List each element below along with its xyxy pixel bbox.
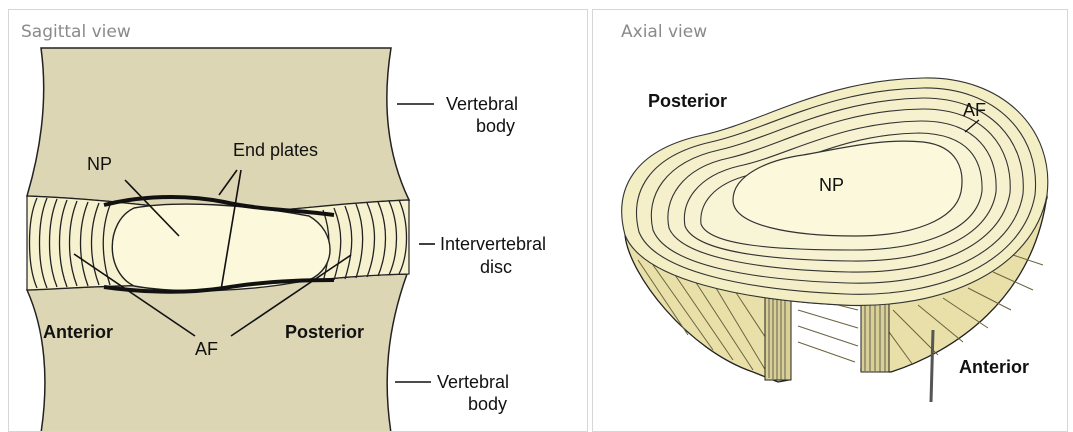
axial-view-panel: Axial view bbox=[592, 9, 1068, 432]
label-af: AF bbox=[195, 339, 218, 359]
label-af-axial: AF bbox=[963, 100, 986, 120]
nucleus-pulposus bbox=[112, 204, 330, 291]
label-vertebral-body-top-line2: body bbox=[476, 116, 515, 136]
label-posterior: Posterior bbox=[285, 322, 364, 342]
label-vertebral-body-bottom-line1: Vertebral bbox=[437, 372, 509, 392]
label-vertebral-body-top-line1: Vertebral bbox=[446, 94, 518, 114]
sagittal-view-panel: Sagittal view bbox=[8, 9, 588, 432]
label-intervertebral-disc-line1: Intervertebral bbox=[440, 234, 546, 254]
upper-vertebral-body bbox=[27, 48, 409, 212]
label-np-axial: NP bbox=[819, 175, 844, 195]
label-posterior-axial: Posterior bbox=[648, 91, 727, 111]
label-intervertebral-disc-line2: disc bbox=[480, 257, 512, 277]
label-anterior: Anterior bbox=[43, 322, 113, 342]
label-np: NP bbox=[87, 154, 112, 174]
label-vertebral-body-bottom-line2: body bbox=[468, 394, 507, 414]
axial-diagram: Posterior AF NP Anterior bbox=[593, 10, 1068, 432]
anterior-leader-line bbox=[931, 330, 933, 402]
sagittal-diagram: NP End plates AF Anterior Posterior Vert… bbox=[9, 10, 588, 432]
label-end-plates: End plates bbox=[233, 140, 318, 160]
label-anterior-axial: Anterior bbox=[959, 357, 1029, 377]
